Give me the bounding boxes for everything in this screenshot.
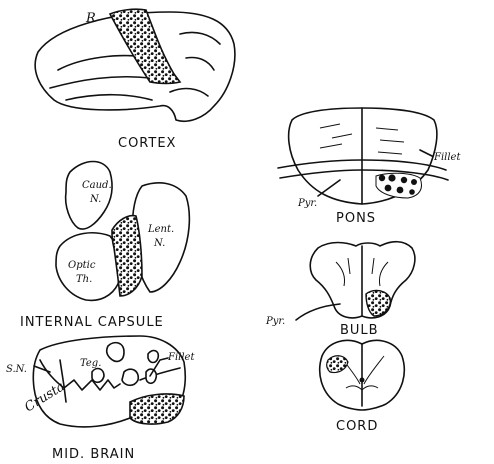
lent-label-1: Lent. (147, 224, 174, 235)
fillet-mid-label: Fillet (167, 352, 195, 363)
optic-label-2: Th. (76, 274, 92, 285)
bulb-section: Pyr. BULB (265, 242, 415, 338)
cord-label: CORD (336, 419, 378, 434)
cortex-label: CORTEX (118, 136, 176, 151)
sn-label: S.N. (6, 364, 27, 375)
pyr-bulb-label: Pyr. (265, 316, 285, 327)
internal-capsule-section: Caud. N. Lent. N. Optic Th. INTERNAL CAP… (20, 162, 189, 331)
caud-label-1: Caud. (82, 180, 112, 191)
pyr-pons-label: Pyr. (297, 198, 317, 209)
pons-section: Fillet Pyr. PONS (278, 108, 461, 226)
teg-label: Teg. (80, 358, 101, 369)
mid-brain-label: MID. BRAIN (52, 447, 135, 462)
pons-label: PONS (336, 211, 376, 226)
lent-label-2: N. (153, 238, 165, 249)
caud-label-2: N. (89, 194, 101, 205)
internal-capsule-label: INTERNAL CAPSULE (20, 315, 164, 330)
optic-label-1: Optic (68, 260, 96, 271)
fillet-pons-label: Fillet (433, 152, 461, 163)
cortex-section: R CORTEX (35, 9, 235, 151)
cord-section: CORD (320, 340, 405, 434)
crusta-label: Crusta (22, 379, 67, 415)
mid-brain-section: S.N. Teg. Fillet Crusta MID. BRAIN (6, 336, 195, 462)
cortex-r-label: R (85, 11, 96, 26)
bulb-label: BULB (340, 323, 379, 338)
